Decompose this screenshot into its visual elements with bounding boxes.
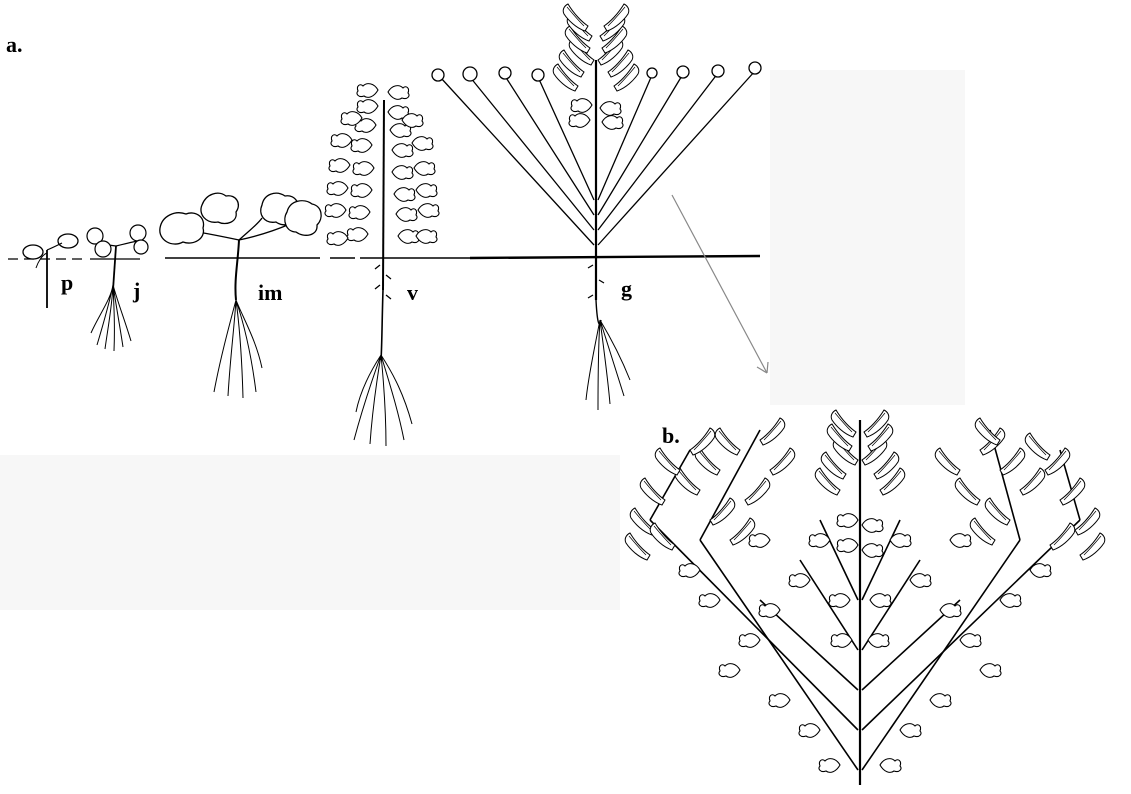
plant-stage-v [325,84,439,446]
background-shading-right [770,70,965,405]
stage-label-v: v [407,282,418,304]
stage-label-g: g [621,278,632,300]
panel-label-b: b. [662,425,680,447]
plant-stage-im [160,193,321,398]
stage-label-j: j [133,280,140,302]
stage-label-p: p [61,272,73,294]
inflorescence-detail [625,410,1105,785]
stage-label-im: im [258,282,282,304]
plant-stage-g [432,4,761,410]
background-shading-left [0,455,620,610]
pointer-arrow [672,195,768,373]
panel-label-a: a. [6,34,23,56]
